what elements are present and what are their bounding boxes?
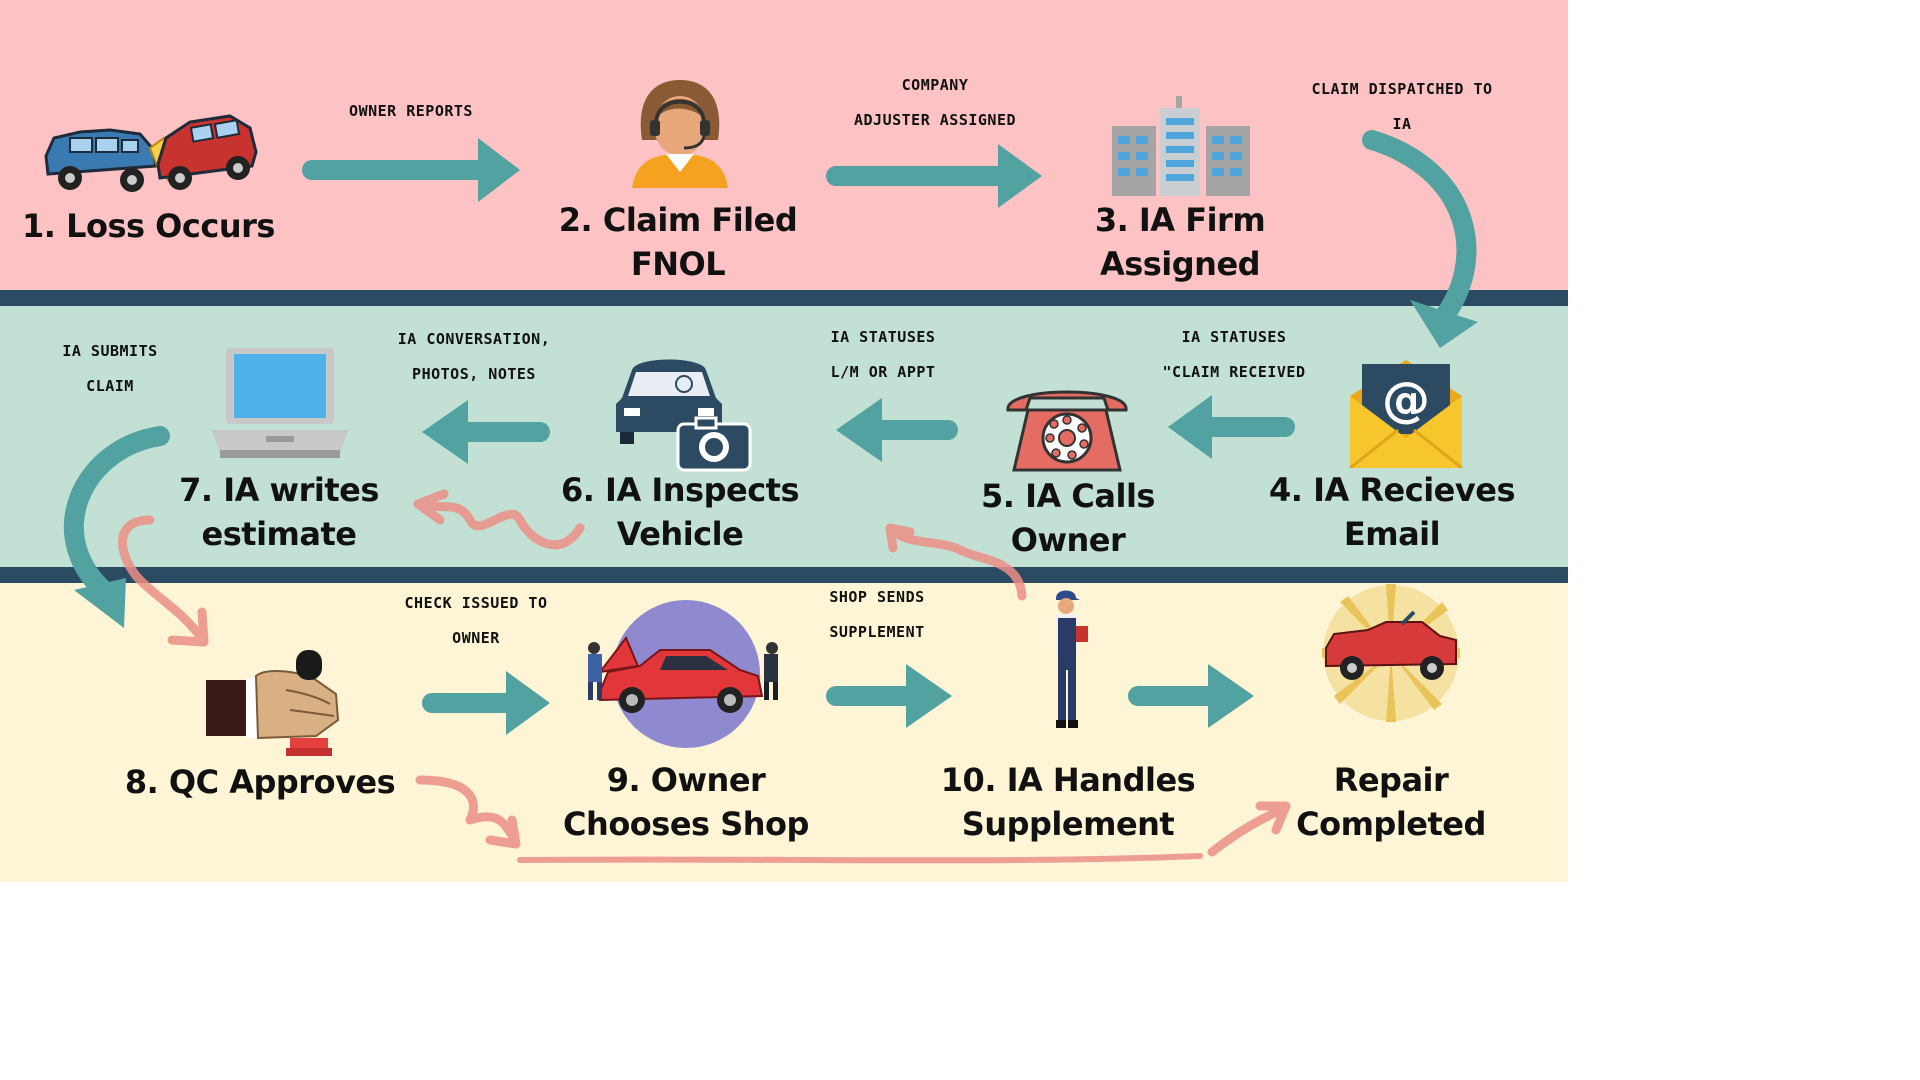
caption-submits-claim: IA Submits Claim bbox=[22, 334, 198, 404]
repair-shop-icon bbox=[588, 600, 778, 748]
step-1-label: 1. Loss Occurs bbox=[22, 204, 275, 248]
step-2-line1: 2. Claim Filed bbox=[558, 201, 798, 239]
call-center-agent-icon bbox=[632, 80, 728, 188]
step-5-line1: 5. IA Calls bbox=[981, 477, 1155, 515]
step-5-label: 5. IA Calls Owner bbox=[968, 474, 1168, 562]
caption-claim-dispatched: Claim Dispatched to IA bbox=[1250, 72, 1554, 142]
caption-owner-reports: owner reports bbox=[296, 94, 526, 129]
step-1-line1: 1. Loss Occurs bbox=[22, 207, 275, 245]
office-building-icon bbox=[1112, 96, 1250, 196]
step-3-line1: 3. IA Firm bbox=[1094, 201, 1266, 239]
step-2-line2: FNOL bbox=[630, 245, 726, 283]
telephone-icon bbox=[1006, 390, 1128, 472]
step-4-label: 4. IA Recieves Email bbox=[1264, 468, 1520, 556]
caption-line: L/M or Appt bbox=[830, 363, 936, 381]
caption-statuses-received: IA Statuses "Claim Received bbox=[1108, 320, 1360, 390]
caption-line: owner bbox=[452, 629, 500, 647]
step-11-label: Repair Completed bbox=[1286, 758, 1496, 846]
caption-line: Supplement bbox=[829, 623, 925, 641]
car-crash-icon bbox=[44, 114, 258, 192]
caption-line: owner reports bbox=[349, 102, 473, 120]
caption-shop-sends: Shop Sends Supplement bbox=[782, 580, 972, 650]
step-7-line2: estimate bbox=[201, 515, 357, 553]
caption-check-issued: Check issued to owner bbox=[358, 586, 594, 656]
squiggle-estimate-to-qc bbox=[118, 515, 205, 641]
step-8-label: 8. QC Approves bbox=[120, 760, 400, 804]
caption-company-adjuster: Company Adjuster Assigned bbox=[790, 68, 1080, 138]
mechanic-icon bbox=[1056, 590, 1088, 728]
step-8-line1: 8. QC Approves bbox=[124, 763, 396, 801]
step-10-line2: Supplement bbox=[961, 805, 1175, 843]
band-separator bbox=[0, 567, 1568, 583]
arrow-claim-dispatched bbox=[1362, 130, 1477, 332]
svg-text:@: @ bbox=[1382, 372, 1430, 428]
step-6-line2: Vehicle bbox=[616, 515, 744, 553]
caption-conversation: IA conversation, photos, notes bbox=[346, 322, 602, 392]
step-6-line1: 6. IA Inspects bbox=[560, 471, 800, 509]
caption-line: IA Submits bbox=[62, 342, 158, 360]
step-10-line1: 10. IA Handles bbox=[940, 761, 1196, 799]
caption-line: Shop Sends bbox=[829, 588, 925, 606]
step-3-label: 3. IA Firm Assigned bbox=[1070, 198, 1290, 286]
step-11-line1: Repair bbox=[1333, 761, 1449, 799]
caption-line: Adjuster Assigned bbox=[853, 111, 1017, 129]
car-camera-icon bbox=[616, 359, 752, 472]
caption-line: "Claim Received bbox=[1162, 363, 1306, 381]
squiggle-to-completed bbox=[1207, 803, 1289, 857]
step-9-label: 9. Owner Chooses Shop bbox=[556, 758, 816, 846]
laptop-icon bbox=[212, 348, 348, 458]
squiggle-inspect-to-estimate bbox=[425, 500, 585, 550]
squiggle-underline bbox=[517, 853, 1203, 864]
step-10-label: 10. IA Handles Supplement bbox=[940, 758, 1196, 846]
step-4-line1: 4. IA Recieves bbox=[1269, 471, 1515, 509]
band-separator bbox=[0, 290, 1568, 306]
caption-line: photos, notes bbox=[412, 365, 536, 383]
squiggle-qc-to-shop bbox=[415, 775, 520, 845]
caption-line: IA conversation, bbox=[397, 330, 551, 348]
step-11-line2: Completed bbox=[1296, 805, 1486, 843]
top-band bbox=[0, 0, 1568, 290]
step-3-line2: Assigned bbox=[1099, 245, 1261, 283]
caption-line: IA bbox=[1392, 115, 1412, 133]
caption-line: IA Statuses bbox=[1181, 328, 1287, 346]
step-2-label: 2. Claim Filed FNOL bbox=[548, 198, 808, 286]
squiggle-supplement-to-call bbox=[890, 527, 1027, 601]
caption-line: IA Statuses bbox=[830, 328, 936, 346]
step-6-label: 6. IA Inspects Vehicle bbox=[560, 468, 800, 556]
email-envelope-icon: @ bbox=[1349, 360, 1463, 468]
step-4-line2: Email bbox=[1343, 515, 1441, 553]
flow-arrows bbox=[63, 130, 1478, 864]
step-7-line1: 7. IA writes bbox=[179, 471, 379, 509]
arrow-submits-claim bbox=[63, 426, 170, 606]
caption-line: Company bbox=[901, 76, 969, 94]
step-9-line2: Chooses Shop bbox=[563, 805, 809, 843]
caption-statuses-lm: IA Statuses L/M or Appt bbox=[780, 320, 986, 390]
step-7-label: 7. IA writes estimate bbox=[168, 468, 390, 556]
caption-line: Claim bbox=[86, 377, 134, 395]
caption-line: Check issued to bbox=[404, 594, 548, 612]
approval-stamp-icon bbox=[206, 650, 340, 756]
step-9-line1: 9. Owner bbox=[606, 761, 766, 799]
step-5-line2: Owner bbox=[1010, 521, 1126, 559]
caption-line: Claim Dispatched to bbox=[1311, 80, 1493, 98]
repaired-car-icon bbox=[1322, 584, 1460, 722]
